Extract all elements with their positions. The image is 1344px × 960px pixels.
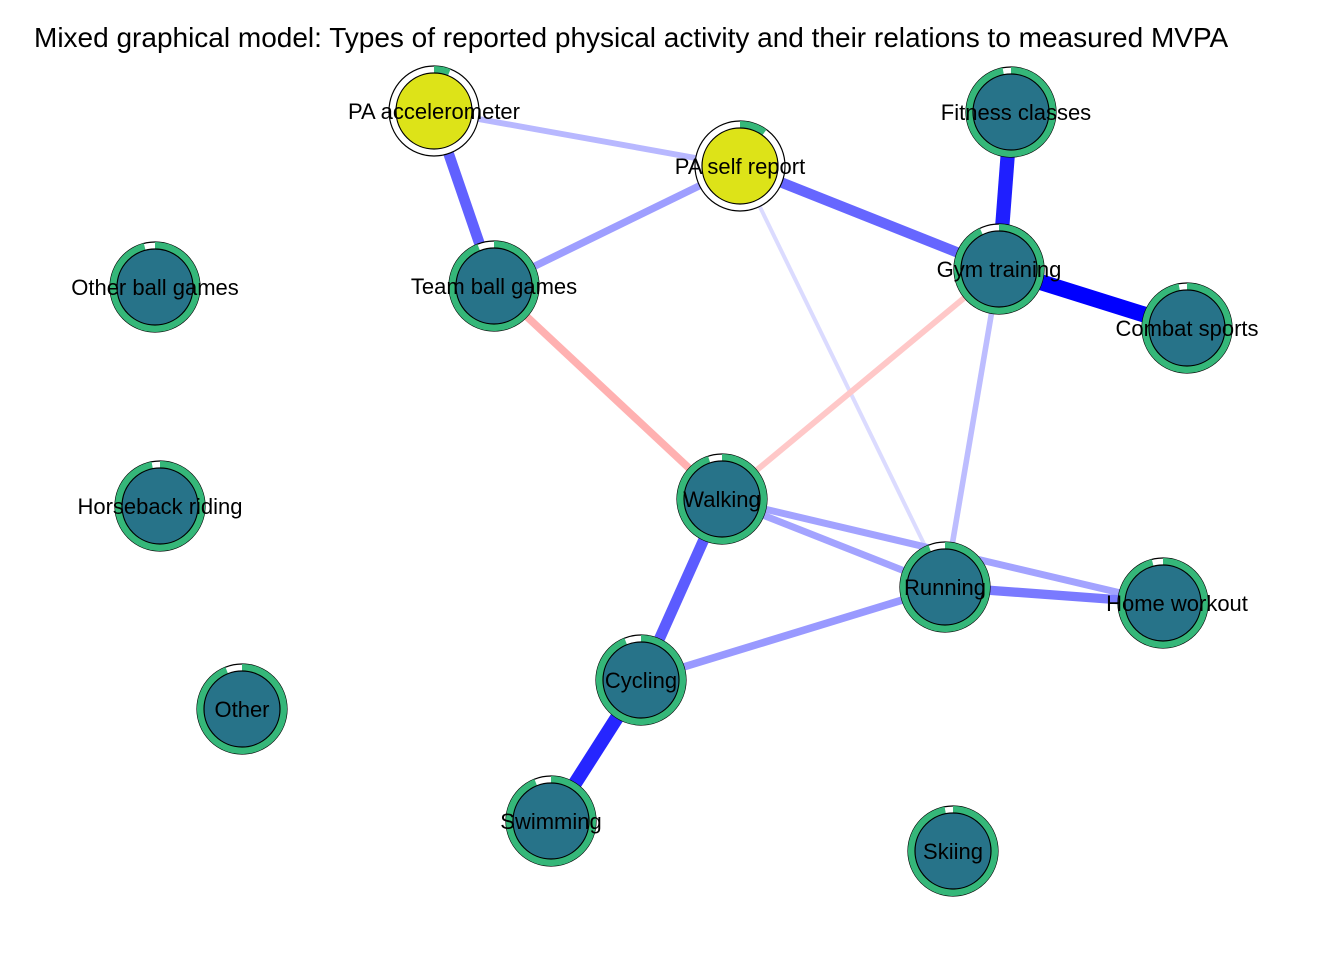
node-label: Gym training (937, 257, 1062, 282)
node-horseback: Horseback riding (77, 460, 243, 552)
node-core (116, 248, 194, 326)
node-core (683, 460, 761, 538)
node-label: Horseback riding (77, 494, 242, 519)
node-swimming: Swimming (500, 775, 602, 867)
edges-layer (428, 108, 1190, 825)
node-label: Skiing (923, 839, 983, 864)
node-gym: Gym training (937, 223, 1062, 315)
node-core (1148, 289, 1226, 367)
node-label: Running (904, 575, 986, 600)
node-label: Swimming (500, 809, 601, 834)
node-label: Other (214, 697, 269, 722)
node-core (972, 73, 1050, 151)
edge-pa_acc-pa_self (433, 108, 741, 169)
node-other_ball: Other ball games (71, 241, 239, 333)
node-core (1124, 564, 1202, 642)
node-core (960, 230, 1038, 308)
node-core (602, 641, 680, 719)
node-core (395, 72, 473, 150)
node-core (906, 548, 984, 626)
node-core (914, 812, 992, 890)
node-skiing: Skiing (907, 805, 999, 897)
edge-team_ball-walking (491, 283, 725, 502)
edge-gym-walking (720, 266, 1001, 502)
chart-title: Mixed graphical model: Types of reported… (34, 22, 1229, 53)
node-label: Fitness classes (941, 100, 1091, 125)
node-pa_acc: PA accelerometer (348, 65, 520, 157)
node-label: PA accelerometer (348, 99, 520, 124)
node-pa_self: PA self report (675, 120, 805, 212)
node-core (121, 467, 199, 545)
nodes-layer: PA accelerometer PA self report Fitness cl… (71, 65, 1259, 897)
node-label: Other ball games (71, 275, 239, 300)
node-label: Home workout (1106, 591, 1248, 616)
node-running: Running (899, 541, 991, 633)
node-walking: Walking (676, 453, 768, 545)
node-team_ball: Team ball games (411, 240, 577, 332)
node-other: Other (196, 663, 288, 755)
node-label: Cycling (605, 668, 677, 693)
node-core (701, 127, 779, 205)
node-fitness: Fitness classes (941, 66, 1091, 158)
edge-pa_self-running (738, 165, 947, 588)
node-label: Team ball games (411, 274, 577, 299)
node-home: Home workout (1106, 557, 1248, 649)
edge-pa_self-gym (738, 161, 1001, 274)
node-label: Combat sports (1115, 316, 1258, 341)
node-label: Walking (683, 487, 760, 512)
node-core (512, 782, 590, 860)
node-core (455, 247, 533, 325)
node-cycling: Cycling (595, 634, 687, 726)
edge-pa_self-team_ball (492, 162, 742, 290)
node-core (203, 670, 281, 748)
edge-gym-running (942, 268, 1002, 588)
edge-running-cycling (639, 583, 947, 684)
node-combat: Combat sports (1115, 282, 1259, 374)
node-label: PA self report (675, 154, 805, 179)
